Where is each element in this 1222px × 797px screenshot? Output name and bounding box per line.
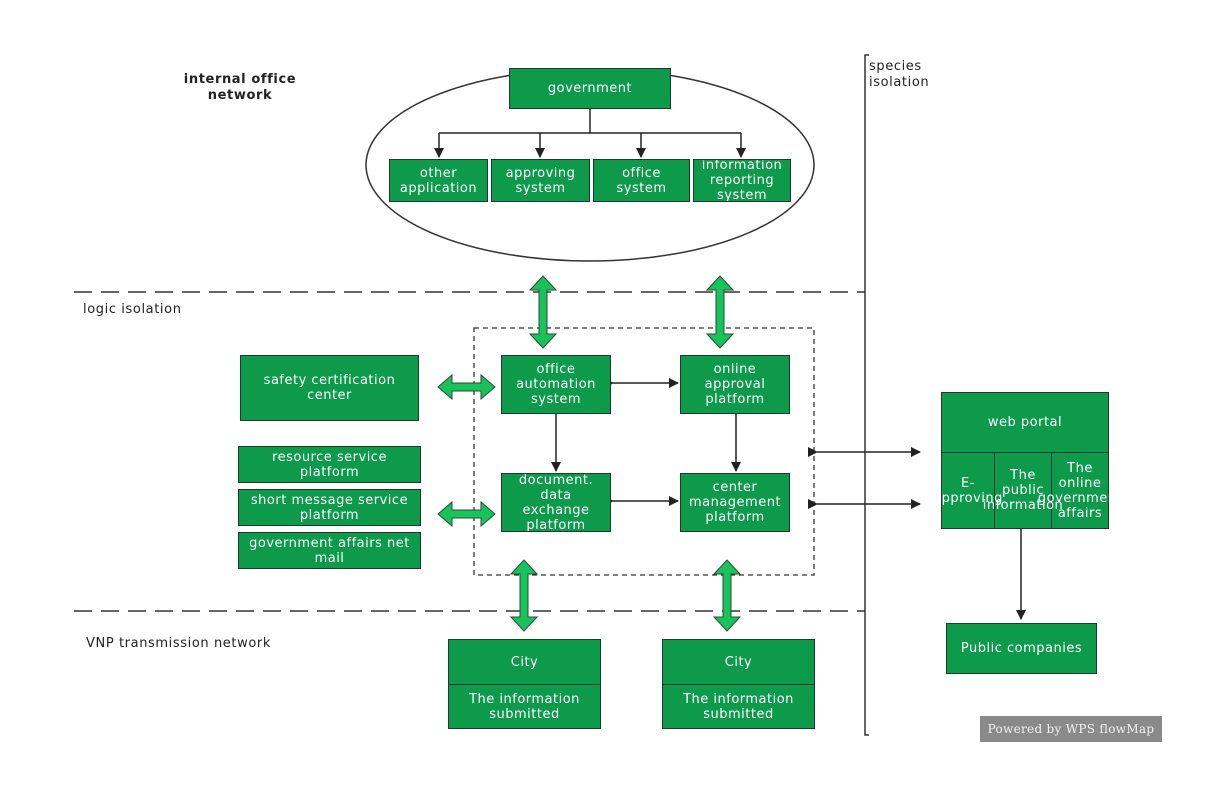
government-affairs-net-mail-label: government affairs net mail [249,535,410,566]
other-application-box[interactable]: other application [389,159,488,202]
information-reporting-system-box[interactable]: information reporting system [693,159,791,202]
bidir-arrow-horizontal [437,500,496,528]
zone-label-vnp-transmission-network: VNP transmission network [86,636,271,651]
approving-system-box[interactable]: approving system [491,159,590,202]
portal-cell-e-approving[interactable]: E- approving [933,453,1002,528]
document-data-exchange-platform-label: document. data exchange platform [518,473,594,532]
government-label: government [547,81,633,96]
office-automation-system-box[interactable]: office automation system [501,355,611,414]
portal-cell-public-information[interactable]: The public information [983,453,1063,528]
bidir-arrow-vertical [705,275,735,349]
portal-cell-online-government-affairs[interactable]: The online government affairs [1037,460,1123,521]
zone-label-logic-isolation: logic isolation [83,302,182,317]
government-affairs-net-mail-box[interactable]: government affairs net mail [238,532,421,569]
online-approval-platform-box[interactable]: online approval platform [680,355,790,414]
city-box[interactable]: City The information submitted [662,639,815,729]
public-companies-box[interactable]: Public companies [946,623,1097,674]
zone-label-species-isolation: species isolation [869,59,930,90]
zone-label-internal-office-network: internal office network [183,72,297,103]
office-system-label: office system [616,165,667,196]
safety-certification-center-box[interactable]: safety certification center [240,355,419,421]
bidir-arrow-horizontal [437,373,496,401]
office-system-box[interactable]: office system [593,159,690,202]
bidir-arrow-vertical [712,559,742,632]
office-automation-system-label: office automation system [516,362,596,407]
other-application-label: other application [399,165,478,196]
bidir-arrow-vertical [509,559,539,632]
safety-certification-center-label: safety certification center [263,373,396,403]
public-companies-label: Public companies [960,641,1083,656]
center-management-platform-label: center management platform [688,480,782,525]
city-information-submitted: The information submitted [469,691,580,722]
government-box[interactable]: government [509,68,671,109]
short-message-service-platform-box[interactable]: short message service platform [238,489,421,526]
information-reporting-system-label: information reporting system [701,159,783,202]
city-title: City [663,640,814,685]
bidir-arrow-vertical [528,275,558,349]
resource-service-platform-box[interactable]: resource service platform [238,446,421,483]
wps-flowmap-watermark: Powered by WPS flowMap [980,716,1162,742]
species-isolation-bracket [864,54,869,736]
online-approval-platform-label: online approval platform [704,362,766,407]
city-information-submitted: The information submitted [683,691,794,722]
city-title: City [449,640,600,685]
web-portal-box[interactable]: web portal E- approving The public infor… [933,392,1123,529]
approving-system-label: approving system [505,165,576,196]
short-message-service-platform-label: short message service platform [250,492,409,523]
resource-service-platform-label: resource service platform [272,449,387,480]
center-management-platform-box[interactable]: center management platform [680,473,790,532]
document-data-exchange-platform-box[interactable]: document. data exchange platform [501,473,611,532]
web-portal-title: web portal [942,393,1108,453]
city-box[interactable]: City The information submitted [448,639,601,729]
